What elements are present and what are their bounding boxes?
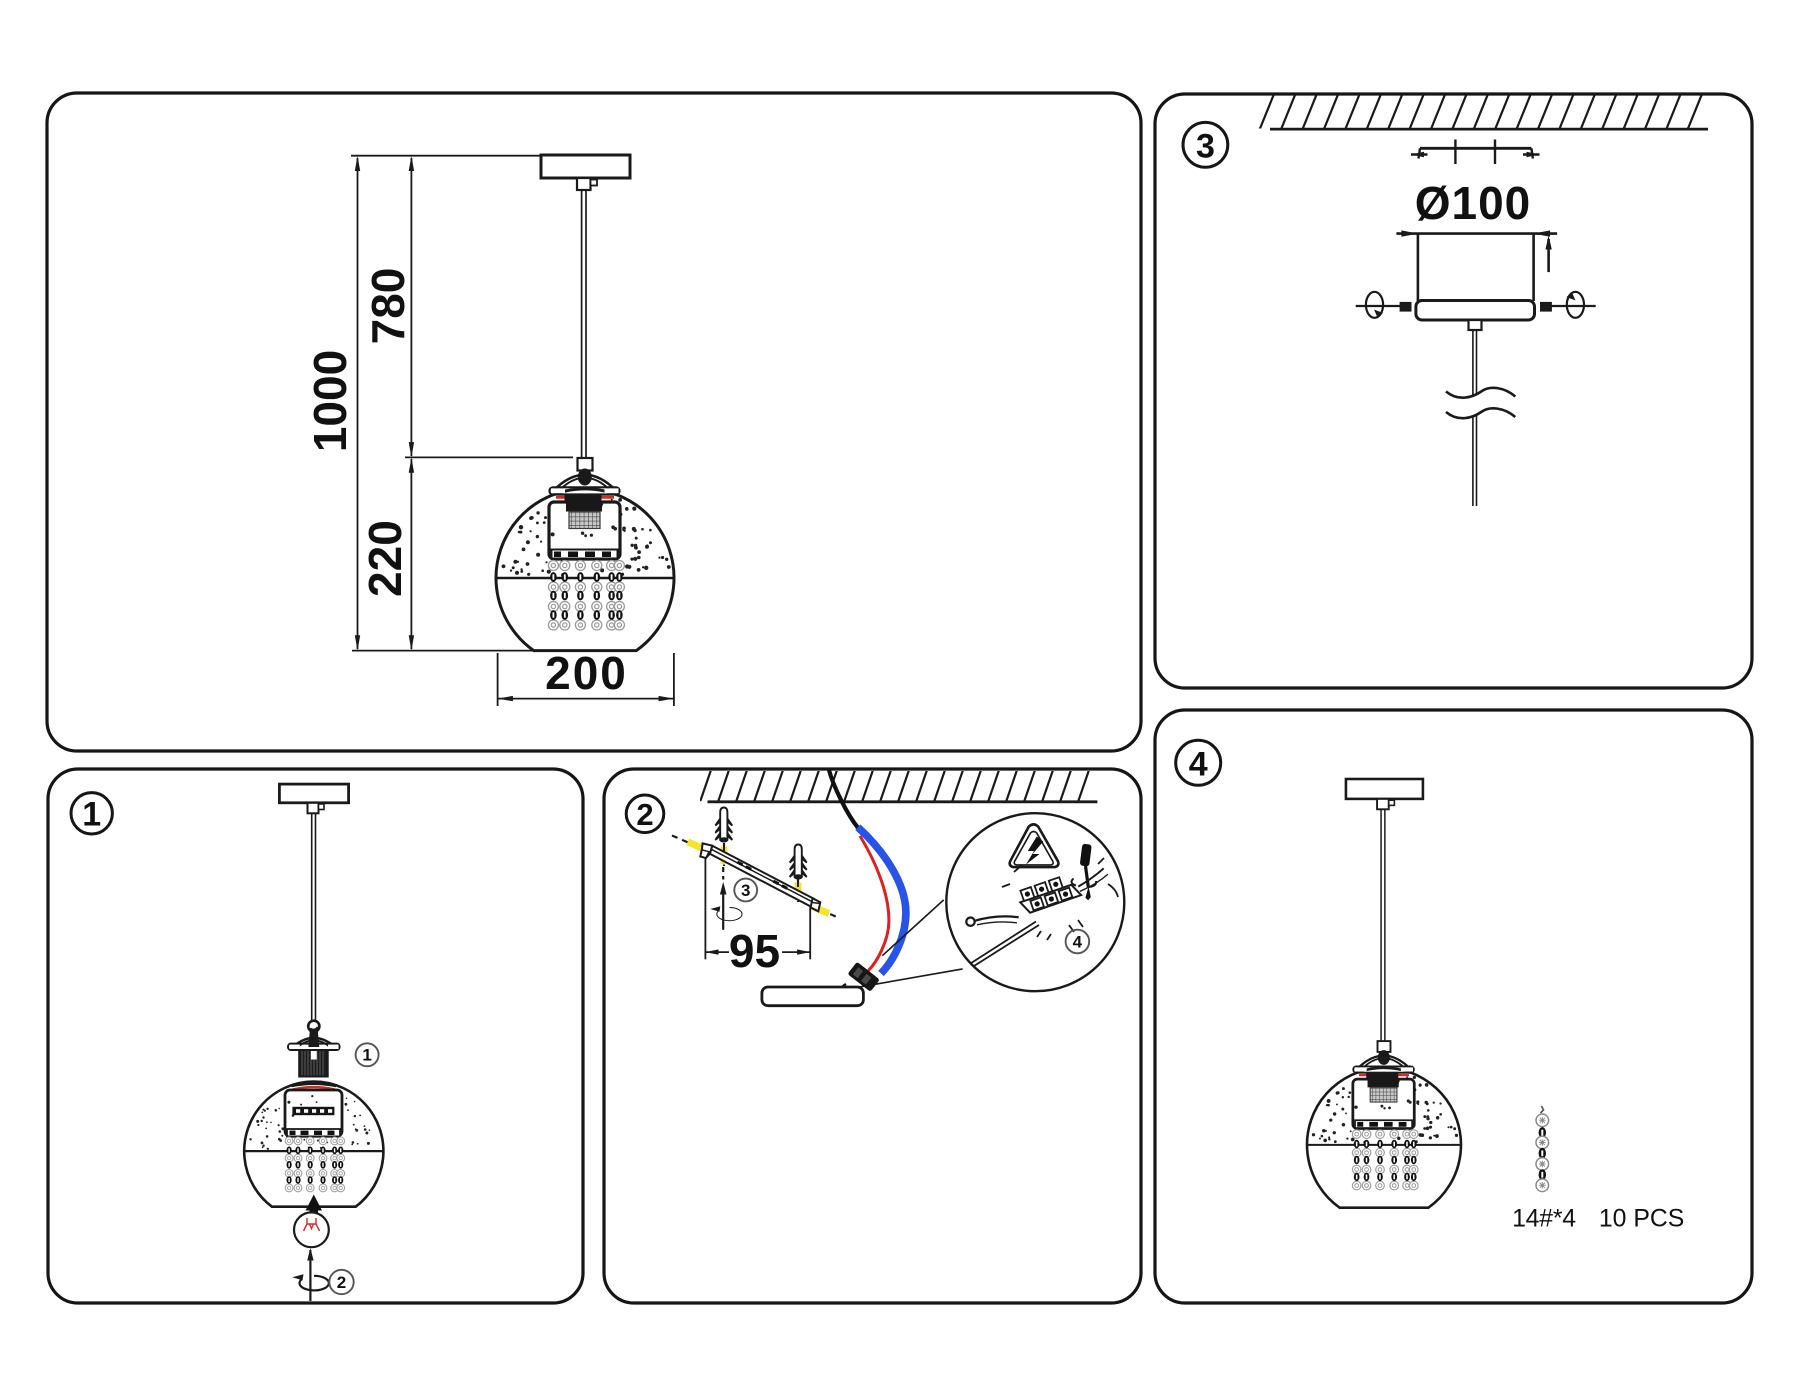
- svg-text:3: 3: [1196, 127, 1215, 165]
- svg-text:14#*4: 14#*4: [1512, 1206, 1576, 1233]
- svg-text:4: 4: [1073, 932, 1083, 951]
- svg-text:4: 4: [1189, 745, 1208, 783]
- svg-text:780: 780: [362, 268, 414, 345]
- svg-text:1000: 1000: [304, 350, 356, 452]
- svg-text:Ø100: Ø100: [1415, 177, 1532, 229]
- svg-text:10 PCS: 10 PCS: [1599, 1206, 1684, 1233]
- svg-text:220: 220: [359, 520, 411, 597]
- svg-text:95: 95: [729, 925, 780, 977]
- svg-text:2: 2: [337, 1273, 346, 1292]
- svg-text:1: 1: [362, 1046, 371, 1065]
- svg-text:200: 200: [545, 647, 628, 699]
- svg-text:1: 1: [82, 795, 101, 833]
- svg-text:3: 3: [741, 881, 750, 900]
- svg-text:2: 2: [636, 797, 653, 832]
